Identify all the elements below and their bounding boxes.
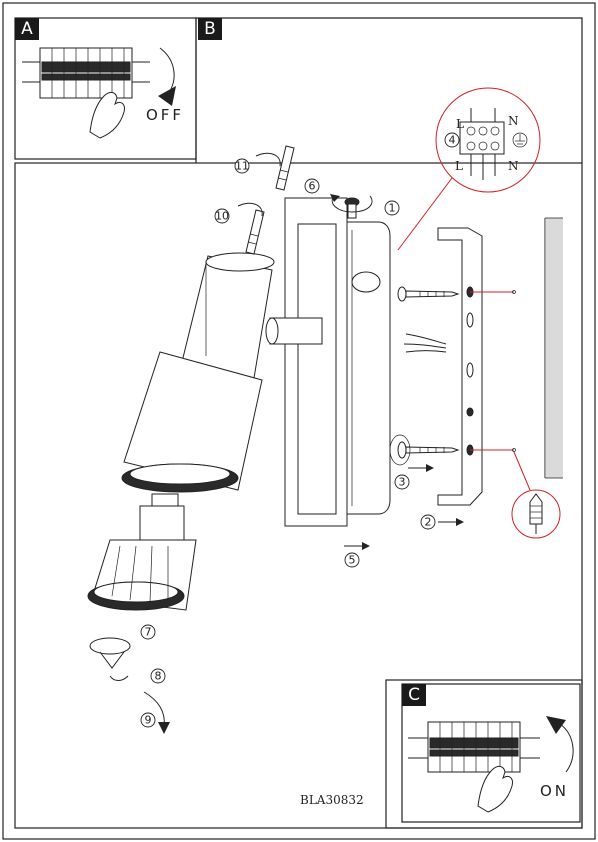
- terminal-block-icon: [459, 108, 505, 180]
- screw-bottom-icon: [389, 434, 460, 466]
- hand-icon: [89, 91, 125, 139]
- top-screw-icon: [330, 194, 373, 219]
- panel-a-frame: [14, 17, 197, 160]
- ground-symbol-icon: [512, 132, 528, 148]
- panel-c-letter: C: [408, 685, 420, 705]
- step-badge-8: [150, 668, 166, 684]
- panel-b-label-box: [198, 18, 222, 40]
- terminal-label-line-bottom: L: [455, 159, 463, 173]
- step-number-3: 3: [399, 476, 406, 489]
- panel-a-letter: A: [21, 19, 33, 39]
- step-number-10: 10: [215, 210, 229, 223]
- supply-wires-icon: [403, 333, 447, 353]
- drill-hole-top: [512, 290, 516, 294]
- step-badge-3: [394, 474, 410, 490]
- step-number-1: 1: [389, 202, 396, 215]
- panel-b-letter: B: [204, 19, 216, 39]
- drill-hole-bottom: [512, 448, 516, 452]
- wiring-detail-circle: [435, 87, 541, 193]
- terminal-label-neutral-top: N: [508, 114, 519, 128]
- panel-a-switch-label: OFF: [146, 106, 184, 124]
- step-number-7: 7: [145, 626, 152, 639]
- spotlight-body: [121, 252, 323, 493]
- arrow-up-icon: [546, 716, 574, 773]
- step-badge-2: [420, 514, 436, 530]
- product-code: BLA30832: [300, 793, 364, 807]
- wall-plug-icon: [529, 493, 543, 525]
- step-badge-1: [384, 200, 400, 216]
- panel-b-frame: [14, 162, 583, 829]
- circuit-breaker-off-icon: [22, 47, 150, 99]
- terminal-label-neutral-bottom: N: [508, 159, 519, 173]
- step-badge-6: [304, 178, 320, 194]
- step-number-5: 5: [349, 554, 356, 567]
- wiring-detail-pointer: [397, 177, 453, 251]
- panel-c-switch-label: ON: [540, 782, 569, 800]
- circuit-breaker-on-icon: [408, 721, 540, 773]
- step-badge-7: [140, 624, 156, 640]
- gu10-bulb-icon: [87, 493, 197, 611]
- panel-c-frame: [385, 679, 583, 829]
- step-number-9: 9: [145, 714, 152, 727]
- panel-a-label-box: [15, 18, 39, 40]
- step-number-2: 2: [425, 516, 432, 529]
- panel-c-inner-frame: [401, 683, 581, 823]
- step-badge-9: [140, 712, 156, 728]
- threaded-rod-upper: [275, 145, 295, 191]
- wall-section: [544, 217, 563, 479]
- step-number-8: 8: [155, 670, 162, 683]
- step-number-6: 6: [309, 180, 316, 193]
- wiring-detail: L N L N 4: [397, 87, 541, 251]
- step-badge-10: [214, 208, 230, 224]
- hand-icon: [477, 765, 513, 813]
- screw-top-icon: [397, 286, 460, 302]
- panel-c-label-box: [402, 684, 426, 706]
- step-badge-5: [344, 552, 360, 568]
- panel-c: C ON: [385, 679, 583, 829]
- step-badge-11: [234, 158, 250, 174]
- retaining-ring-icon: [89, 637, 131, 669]
- wall-plate: [284, 197, 391, 527]
- step-number-4: 4: [449, 134, 456, 147]
- rotate-arrow-icon: [109, 675, 170, 734]
- wall-plug-detail: [511, 451, 561, 539]
- wall-plug-pointer: [513, 451, 531, 491]
- threaded-rod-lower: [245, 209, 265, 255]
- mounting-bracket: [437, 227, 483, 506]
- wall-plug-circle: [511, 489, 561, 539]
- panel-a: A OFF: [14, 17, 197, 160]
- step-badge-4: [444, 132, 460, 148]
- arrow-down-icon: [158, 47, 176, 106]
- terminal-label-line-top: L: [456, 117, 464, 131]
- panel-b: B: [87, 18, 563, 807]
- step-number-11: 11: [235, 160, 249, 173]
